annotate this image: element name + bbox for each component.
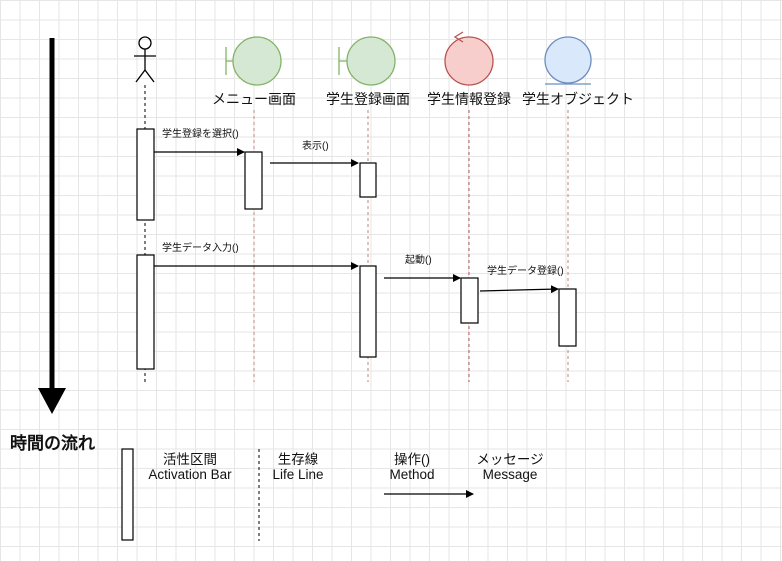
legend-method-jp: 操作() <box>394 452 430 467</box>
legend-message-en: Message <box>483 467 538 482</box>
message-label-3: 学生データ入力() <box>162 241 239 254</box>
legend-method-en: Method <box>389 467 434 482</box>
legend-lifeline-jp: 生存線 <box>278 452 319 467</box>
message-label-4: 起動() <box>405 253 432 266</box>
entity-icon-student <box>544 36 592 85</box>
activation-bar-actor-2 <box>136 254 155 370</box>
boundary-icon-reg <box>338 36 396 86</box>
activation-bar-menu <box>244 151 263 210</box>
legend-activation-bar <box>121 448 134 541</box>
boundary-icon-menu <box>225 36 282 86</box>
activation-bar-reg-2 <box>359 265 377 358</box>
legend-lifeline-en: Life Line <box>272 467 323 482</box>
object-label-menu: メニュー画面 <box>212 91 296 107</box>
legend-message-jp: メッセージ <box>476 452 543 467</box>
actor-icon <box>134 36 156 83</box>
activation-bar-entity <box>558 288 577 347</box>
message-label-1: 学生登録を選択() <box>162 127 239 140</box>
object-label-info: 学生情報登録 <box>427 91 511 107</box>
activation-bar-info <box>460 277 479 324</box>
time-flow-arrow <box>38 38 66 414</box>
message-label-5: 学生データ登録() <box>487 264 564 277</box>
activation-bar-reg-1 <box>359 162 377 198</box>
object-label-reg: 学生登録画面 <box>326 91 410 107</box>
object-label-entity: 学生オブジェクト <box>522 91 634 107</box>
activation-bar-actor-1 <box>136 128 155 221</box>
time-flow-label: 時間の流れ <box>10 433 95 453</box>
legend-activation-jp: 活性区間 <box>163 452 217 467</box>
message-arrow-5 <box>479 285 559 294</box>
message-label-2: 表示() <box>302 139 329 152</box>
legend-activation-en: Activation Bar <box>148 467 232 482</box>
control-icon-info <box>444 31 494 86</box>
